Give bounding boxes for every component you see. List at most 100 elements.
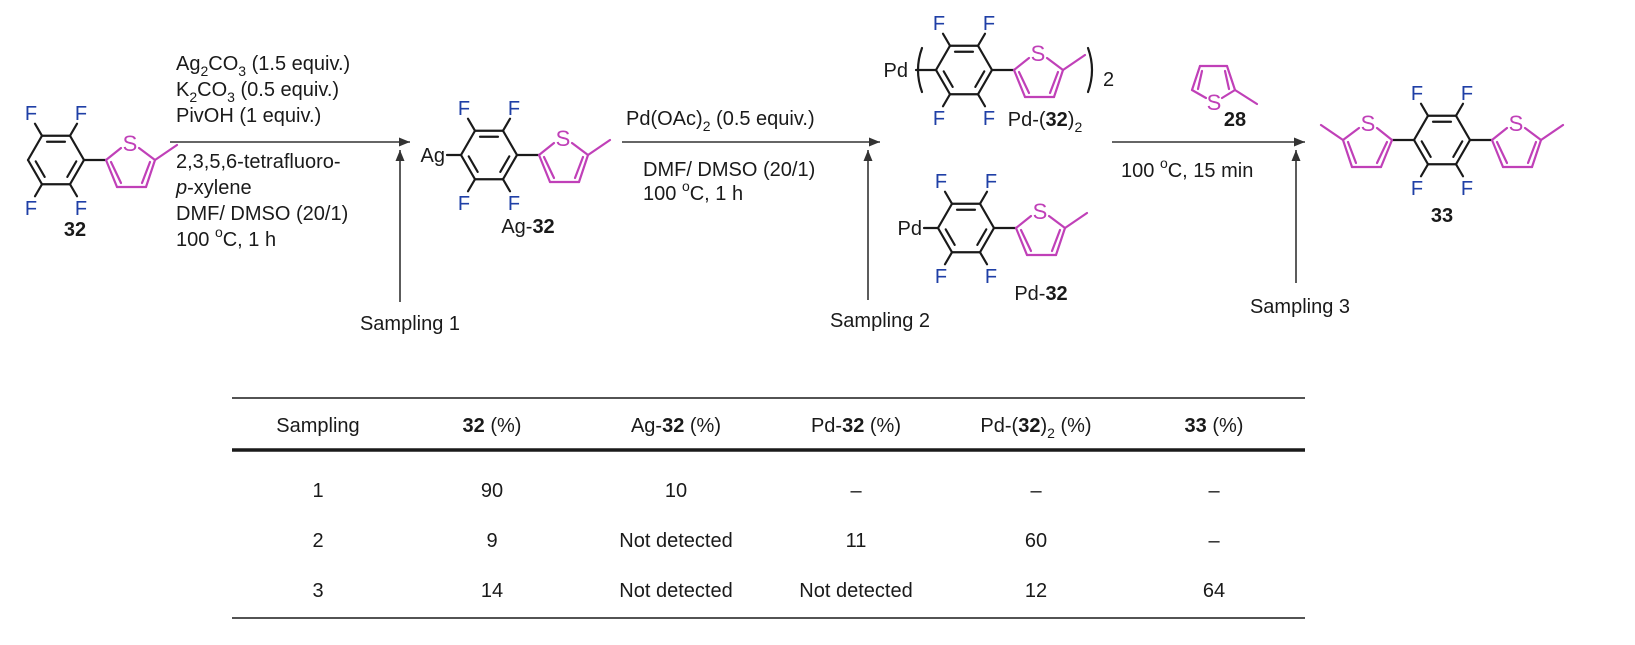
table-header-ag32-part-1: 32 xyxy=(662,415,684,437)
c-f-bond xyxy=(1419,102,1430,117)
thiophene-bond xyxy=(1012,56,1031,72)
ring-double-bond xyxy=(467,155,479,173)
sulfur-label: S xyxy=(1509,111,1524,136)
ring-bond xyxy=(1454,138,1472,166)
compound-ag32-label-part-1: 32 xyxy=(532,216,554,238)
table-cell: 64 xyxy=(1203,580,1225,602)
table-cell: 60 xyxy=(1025,530,1047,552)
c-f-bond xyxy=(976,32,987,47)
sampling-2-label: Sampling 2 xyxy=(830,310,930,332)
step2-temperature-part-2: C, 1 h xyxy=(690,183,743,205)
compound-ag32-label: Ag-32 xyxy=(501,216,554,238)
thiophene-double-bond xyxy=(1223,69,1231,91)
compound-pd32-label: Pd-32 xyxy=(1014,283,1067,305)
ring-bond xyxy=(976,44,994,72)
ring-bond xyxy=(934,68,952,96)
fluorine-label: F xyxy=(1461,178,1473,200)
sulfur-label: S xyxy=(1031,41,1046,66)
fluorine-label: F xyxy=(933,13,945,35)
pdoac2-reagent-part-0: Pd(OAc) xyxy=(626,108,703,130)
ag2co3-reagent-part-2: CO xyxy=(208,53,238,75)
table-header-sampling: Sampling xyxy=(276,415,359,437)
table-cell: – xyxy=(1208,480,1220,502)
fluorine-label: F xyxy=(75,198,87,220)
sampling-1-label: Sampling 1 xyxy=(360,313,460,335)
table-header-pd32b-part-1: 32 xyxy=(1018,415,1040,437)
fluorine-label: F xyxy=(983,13,995,35)
compound-ag32-label-part-0: Ag- xyxy=(501,216,532,238)
k2co3-reagent-part-1: 2 xyxy=(189,89,197,105)
c-f-bond xyxy=(68,122,79,137)
thiophene-bond xyxy=(1341,138,1354,169)
table-header-pd32b-part-2: ) xyxy=(1040,415,1047,437)
ring-bond xyxy=(1412,114,1430,142)
pdoac2-reagent-part-2: (0.5 equiv.) xyxy=(710,108,814,130)
thiophene-bond xyxy=(1190,64,1202,92)
table-header-c32: 32 (%) xyxy=(463,415,522,437)
thiophene-bond xyxy=(577,153,590,184)
sulfur-label: S xyxy=(123,131,138,156)
table-header-pd32b-part-0: Pd-( xyxy=(980,415,1018,437)
fluorine-label: F xyxy=(985,171,997,193)
thiophene-bond xyxy=(1012,68,1027,99)
ring-double-bond xyxy=(1420,140,1432,158)
fluorine-label: F xyxy=(458,98,470,120)
step1-arrow: Ag2CO3 (1.5 equiv.)K2CO3 (0.5 equiv.)Piv… xyxy=(170,53,460,335)
table-cell: Not detected xyxy=(619,530,732,552)
thiophene-bond xyxy=(1014,226,1029,257)
thiophene-double-bond xyxy=(542,155,556,180)
fluorine-label: F xyxy=(1411,83,1423,105)
thiophene-bond xyxy=(1045,56,1065,72)
table-header-pd32b-part-4: (%) xyxy=(1055,415,1092,437)
ring-bond xyxy=(1454,114,1472,142)
thiophene-double-bond xyxy=(1050,228,1062,253)
methyl-bond xyxy=(1061,53,1087,72)
fluorine-label: F xyxy=(985,266,997,288)
table-header-pd32-part-2: (%) xyxy=(864,415,901,437)
table-header-ag32-part-2: (%) xyxy=(684,415,721,437)
table-header-pd32-part-1: 32 xyxy=(842,415,864,437)
fluorine-label: F xyxy=(935,171,947,193)
ring-double-bond xyxy=(34,160,46,178)
thiophene-bond xyxy=(537,141,556,157)
thiophene-bond xyxy=(570,141,590,157)
thiophene-bond xyxy=(1225,64,1237,92)
thiophene-bond xyxy=(104,158,119,189)
ag2co3-reagent-part-1: 2 xyxy=(200,63,208,79)
fluorine-label: F xyxy=(933,108,945,130)
thiophene-double-bond xyxy=(1017,70,1031,95)
thiophene-bond xyxy=(1379,138,1394,169)
table-header-ag32: Ag-32 (%) xyxy=(631,415,721,437)
methyl-bond xyxy=(586,138,612,157)
thiophene-bond xyxy=(1530,138,1543,169)
thiophene-double-bond xyxy=(1019,228,1033,253)
silver-label: Ag xyxy=(421,145,445,167)
thiophene-bond xyxy=(1014,214,1033,230)
c-f-bond xyxy=(466,178,477,193)
thiophene-bond xyxy=(1190,88,1208,100)
additive-line-2: p-xylene xyxy=(175,177,252,199)
step1-temperature-part-2: C, 1 h xyxy=(223,229,276,251)
table-cell: 12 xyxy=(1025,580,1047,602)
k2co3-reagent-part-0: K xyxy=(176,79,190,101)
table-header-pd32: Pd-32 (%) xyxy=(811,415,901,437)
fluorine-label: F xyxy=(25,103,37,125)
ring-double-bond xyxy=(499,155,511,173)
ring-double-bond xyxy=(944,228,956,246)
c-f-bond xyxy=(976,93,987,108)
c-f-bond xyxy=(1454,163,1465,178)
step3-temperature: 100 oC, 15 min xyxy=(1121,155,1253,182)
step3-temperature-part-0: 100 xyxy=(1121,160,1160,182)
methyl-bond xyxy=(1233,88,1259,106)
c-f-bond xyxy=(978,190,989,205)
k2co3-reagent-part-4: (0.5 equiv.) xyxy=(235,79,339,101)
fluorine-label: F xyxy=(1461,83,1473,105)
thiophene-bond xyxy=(1341,126,1361,142)
table-header-sampling-part-0: Sampling xyxy=(276,415,359,437)
table-cell: 11 xyxy=(846,530,867,552)
